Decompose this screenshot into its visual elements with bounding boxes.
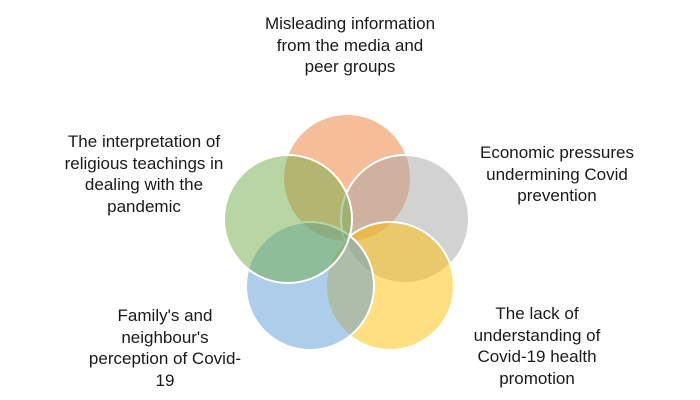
venn-label-misleading-information: Misleading information from the media an…	[264, 14, 436, 77]
venn-circle-religious-teachings	[223, 154, 353, 284]
venn-label-family-perception: Family's and neighbour's perception of C…	[88, 306, 242, 390]
venn-label-lack-of-understanding: The lack of understanding of Covid-19 he…	[473, 304, 601, 388]
venn-label-religious-teachings: The interpretation of religious teaching…	[64, 132, 224, 216]
venn-label-economic-pressures: Economic pressures undermining Covid pre…	[479, 143, 634, 206]
